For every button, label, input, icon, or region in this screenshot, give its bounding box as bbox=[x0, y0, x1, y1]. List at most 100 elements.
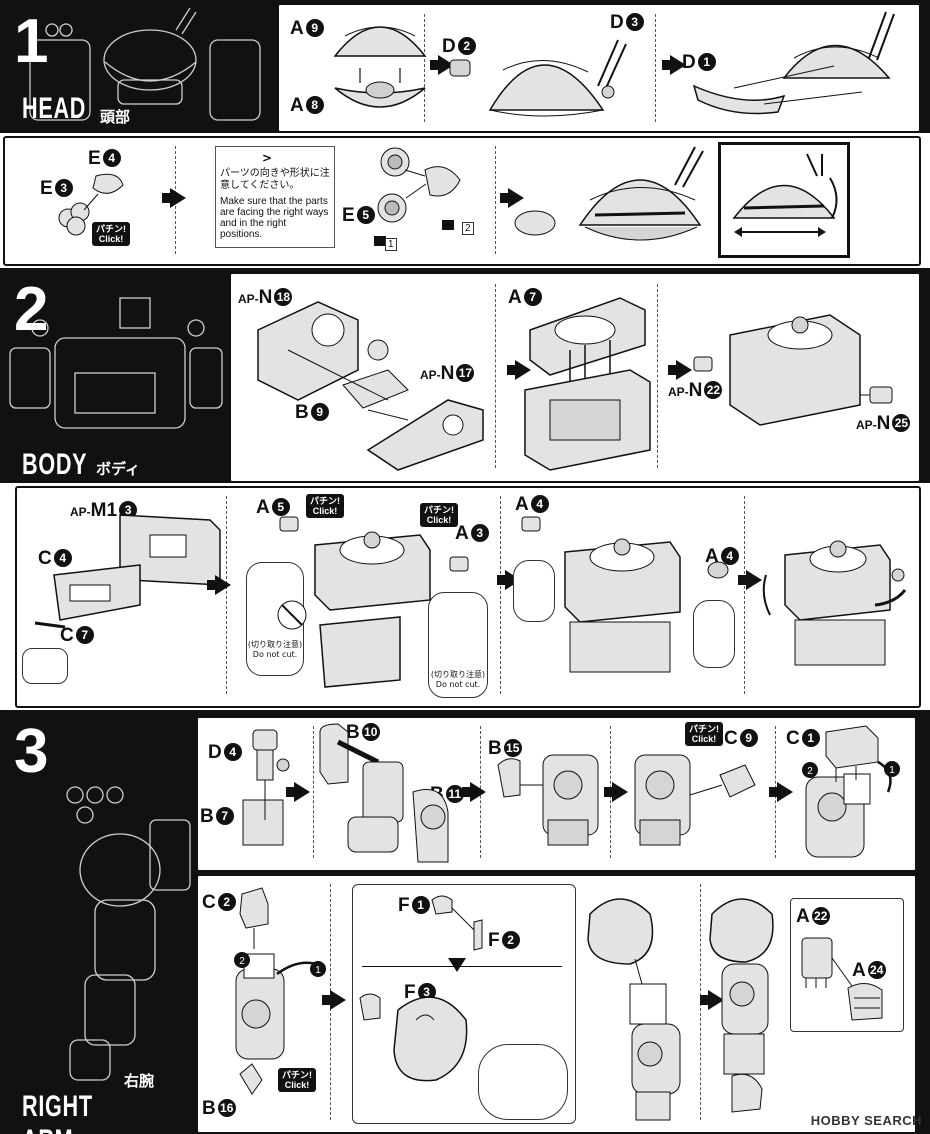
forearm-assembly: 1 2 bbox=[234, 887, 326, 1095]
detail-bubble bbox=[513, 560, 555, 622]
section-number: 1 bbox=[14, 7, 49, 76]
click-badge: パチン! Click! bbox=[306, 494, 344, 518]
step-arrow bbox=[162, 188, 186, 208]
detail-bubble bbox=[478, 1044, 568, 1120]
do-not-cut-bubble-right bbox=[428, 592, 488, 698]
body-shoulder-assembly bbox=[277, 516, 469, 688]
upper-arm-assembly bbox=[497, 754, 599, 846]
body-with-shoulder-joint bbox=[521, 516, 729, 673]
note-en: Make sure that the parts are facing the … bbox=[220, 196, 329, 240]
head-assembled bbox=[514, 146, 704, 241]
body-completed-rotation bbox=[762, 540, 907, 666]
step-arrow bbox=[769, 782, 793, 802]
helmet-dome bbox=[449, 39, 627, 117]
step-arrow bbox=[507, 360, 531, 380]
step-arrow bbox=[662, 55, 686, 75]
section-title: BODY bbox=[22, 448, 88, 481]
svg-text:1: 1 bbox=[315, 965, 321, 976]
click-badge: パチン! Click! bbox=[278, 1068, 316, 1092]
step-arrow bbox=[604, 782, 628, 802]
head-illustration bbox=[29, 7, 261, 121]
step-arrow bbox=[322, 990, 346, 1010]
helmet-visor-assembly bbox=[692, 11, 895, 115]
shoulder-cap-assembly: 1 2 bbox=[802, 725, 900, 858]
section-body-panel: 2 BODY ボディ bbox=[0, 268, 225, 483]
step-mark: 1 bbox=[385, 238, 397, 251]
detail-bubble bbox=[693, 600, 735, 668]
hand-parts bbox=[801, 937, 883, 1021]
head-rotation-diagram bbox=[732, 153, 838, 237]
watermark: HOBBY SEARCH bbox=[810, 1113, 922, 1128]
arm-completed bbox=[709, 898, 774, 1113]
svg-text:2: 2 bbox=[239, 956, 245, 967]
step-arrow bbox=[668, 360, 692, 380]
elbow-parts bbox=[242, 729, 290, 846]
eye-lens-part bbox=[374, 147, 461, 246]
section-title: RIGHT ARM bbox=[22, 1090, 93, 1134]
orientation-note bbox=[215, 146, 335, 248]
do-not-cut-note: (切り取り注意)Do not cut. bbox=[430, 670, 486, 689]
section-title-jp: ボディ bbox=[96, 460, 140, 478]
step-arrow bbox=[738, 570, 762, 590]
click-badge: パチン! Click! bbox=[685, 722, 723, 746]
section-title-jp: 右腕 bbox=[124, 1072, 155, 1090]
detail-bubble bbox=[22, 648, 68, 684]
section-head-panel: 1 HEAD 頭部 bbox=[0, 0, 272, 133]
upper-arm-with-c9 bbox=[634, 754, 756, 846]
click-badge: パチン! Click! bbox=[92, 222, 130, 246]
body-illustration bbox=[9, 297, 223, 429]
warning-icon: > bbox=[262, 151, 273, 165]
section-title-jp: 頭部 bbox=[100, 108, 131, 126]
do-not-cut-note: (切り取り注意)Do not cut. bbox=[247, 640, 303, 659]
svg-text:2: 2 bbox=[807, 766, 813, 777]
subassembly-arrow-icon bbox=[448, 958, 466, 972]
hand-subassembly bbox=[790, 898, 904, 1032]
upper-arm-parts bbox=[319, 723, 449, 863]
section-number: 2 bbox=[14, 275, 49, 344]
shoulder-guard-parts bbox=[359, 895, 483, 1082]
step-mark: 2 bbox=[462, 222, 474, 235]
step-arrow bbox=[500, 188, 524, 208]
body-frame-parts bbox=[257, 301, 484, 471]
step-arrow bbox=[700, 990, 724, 1010]
svg-text:1: 1 bbox=[889, 765, 895, 776]
section-arm-panel: 3 右腕 RIGHT ARM bbox=[0, 710, 195, 1134]
head-rotation-inset bbox=[718, 142, 850, 258]
body-core-sides bbox=[693, 314, 893, 426]
arm-with-shoulder-guard bbox=[587, 898, 681, 1121]
note-jp: パーツの向きや形状に注意してください。 bbox=[220, 168, 330, 191]
click-badge: パチン! Click! bbox=[420, 503, 458, 527]
helmet-part bbox=[333, 26, 427, 108]
section-title: HEAD bbox=[22, 92, 87, 125]
step-arrow bbox=[462, 782, 486, 802]
eye-part bbox=[58, 173, 124, 236]
